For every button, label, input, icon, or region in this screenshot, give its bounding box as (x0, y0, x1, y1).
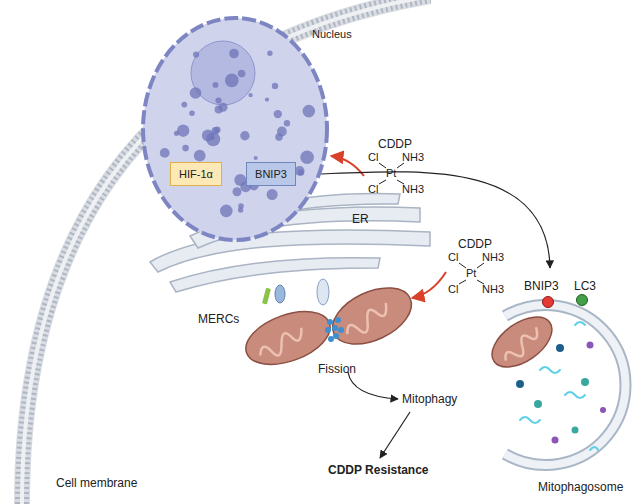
atom-symbol: NH3 (402, 183, 424, 196)
node-label: Nucleus (312, 27, 352, 41)
drug-arrow (412, 272, 446, 298)
structure-label: Cell membrane (56, 476, 137, 490)
box-label: HIF-1α (179, 167, 213, 181)
outcome-label: CDDP Resistance (328, 463, 429, 477)
box-label: BNIP3 (255, 167, 287, 181)
mitophagosome (483, 295, 625, 465)
atom-symbol: Cl (368, 183, 378, 196)
atom-symbol: NH3 (402, 151, 424, 164)
process-label: Fission (318, 362, 356, 376)
cell-membrane (22, 0, 430, 504)
nucleus-outline (140, 15, 330, 243)
process-box: HIF-1α (170, 162, 222, 186)
flow-arrow (348, 372, 398, 399)
mitochondria (239, 276, 420, 374)
atom-symbol: Pt (386, 167, 396, 180)
drug-name: CDDP (458, 237, 492, 251)
atom-symbol: Cl (448, 251, 458, 264)
atom-symbol: Pt (466, 267, 476, 280)
drug-name: CDDP (378, 137, 412, 151)
protein-label: BNIP3 (524, 279, 559, 293)
atom-symbol: NH3 (482, 251, 504, 264)
flow-arrow (380, 412, 410, 458)
atom-symbol: NH3 (482, 283, 504, 296)
process-label: Mitophagy (402, 392, 457, 406)
process-box: BNIP3 (246, 162, 296, 186)
atom-symbol: Cl (368, 151, 378, 164)
protein-label: LC3 (574, 279, 596, 293)
bond-lines (379, 163, 484, 284)
atom-symbol: Cl (448, 283, 458, 296)
nucleus-shape: NucleusHIF-1αBNIP3 (140, 15, 330, 243)
organelle-label: ER (352, 212, 369, 226)
organelle-label: MERCs (198, 312, 239, 326)
flow-arrow (318, 172, 550, 268)
organelle-label: Mitophagosome (538, 480, 623, 494)
